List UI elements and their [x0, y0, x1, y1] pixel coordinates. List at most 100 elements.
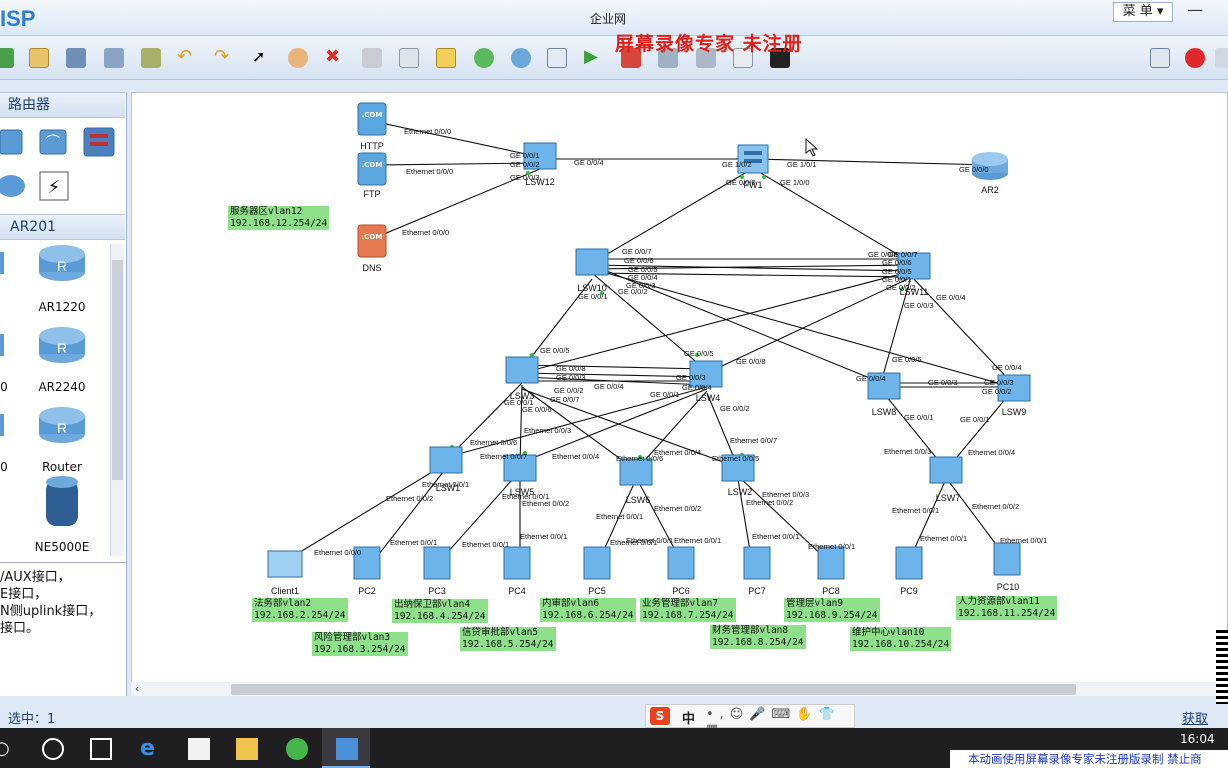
port-label: GE 0/0/2 [618, 287, 648, 296]
undo-icon[interactable]: ↶ [177, 46, 193, 67]
router-ar2240-icon[interactable]: R [39, 327, 85, 363]
router-generic-icon[interactable]: R [39, 407, 85, 443]
cloud-category-icon[interactable] [0, 175, 25, 197]
task-view-icon[interactable] [90, 738, 112, 760]
pointer-icon[interactable]: ➚ [252, 47, 266, 66]
port-label: GE 0/0/7 [888, 250, 918, 259]
server-dns-icon[interactable]: .COM [357, 224, 387, 258]
topology-screenshot-icon[interactable] [770, 48, 790, 68]
topology-canvas[interactable]: .COM .COM .COM [131, 92, 1228, 684]
device-label-router: Router [42, 460, 82, 474]
router-ar2-icon[interactable] [972, 152, 1008, 180]
router-ar1220-icon[interactable]: R [39, 245, 85, 281]
node-label-pc5: PC5 [588, 586, 606, 596]
port-label: Ethernet 0/0/0 [314, 548, 362, 557]
pc2-icon[interactable] [353, 546, 381, 580]
server-ftp-icon[interactable]: .COM [357, 152, 387, 186]
port-label: Ethernet 0/0/3 [524, 426, 572, 435]
switch-lsw12-icon[interactable] [523, 142, 557, 170]
switch-lsw5-icon[interactable] [503, 454, 537, 482]
delete-icon[interactable]: ✖ [325, 46, 341, 67]
menu-label: 菜 单 [1122, 4, 1153, 19]
new-topology-icon[interactable] [0, 48, 14, 68]
switch-lsw4-icon[interactable] [689, 360, 723, 388]
switch-lsw11-icon[interactable] [897, 252, 931, 280]
print-icon[interactable] [141, 48, 161, 68]
stop-icon[interactable] [621, 48, 641, 68]
switch-lsw2-icon[interactable] [721, 454, 755, 482]
edge-browser-icon[interactable]: e [140, 736, 155, 761]
get-link[interactable]: 获取 [1182, 712, 1209, 727]
node-label-lsw8: LSW8 [871, 407, 897, 417]
switch-lsw3-icon[interactable] [505, 356, 539, 384]
pc10-icon[interactable] [993, 542, 1021, 576]
search-icon[interactable]: ○ [0, 738, 10, 759]
huawei-logo-icon[interactable] [1185, 48, 1205, 68]
router-category-icon[interactable] [0, 129, 23, 155]
sogou-ime-icon[interactable]: S [650, 707, 670, 725]
pc3-icon[interactable] [423, 546, 451, 580]
capture-icon[interactable] [658, 48, 678, 68]
fit-icon[interactable] [547, 48, 567, 68]
canvas-horizontal-scrollbar[interactable]: ‹ [131, 682, 1228, 696]
desc-line: N侧uplink接口， [0, 604, 102, 619]
file-explorer-icon[interactable] [236, 738, 258, 760]
port-label: GE 0/0/3 [510, 173, 540, 182]
save-icon[interactable] [66, 48, 86, 68]
menu-button[interactable]: 菜 单 ▾ [1113, 2, 1173, 22]
client1-icon[interactable] [267, 550, 303, 578]
scrollbar-thumb[interactable] [231, 684, 1076, 695]
redo-icon[interactable]: ↷ [214, 46, 230, 67]
server-http-icon[interactable]: .COM [357, 102, 387, 136]
chat-icon[interactable] [1150, 48, 1170, 68]
delete-link-icon[interactable] [362, 48, 382, 68]
palette-icon[interactable] [436, 48, 456, 68]
router-ne5000e-icon[interactable] [46, 476, 78, 526]
grid-icon[interactable] [733, 48, 753, 68]
partial-device-label: 0 [0, 460, 8, 474]
node-label-fw1: FW1 [743, 180, 763, 190]
wireless-category-icon[interactable] [39, 129, 67, 155]
cortana-icon[interactable] [42, 738, 64, 760]
pc4-icon[interactable] [503, 546, 531, 580]
switch-lsw6-icon[interactable] [619, 458, 653, 486]
pc5-icon[interactable] [583, 546, 611, 580]
switch-lsw1-icon[interactable] [429, 446, 463, 474]
port-label: Ethernet 0/0/1 [626, 536, 674, 545]
switch-lsw8-icon[interactable] [867, 372, 901, 400]
vlan-gateway: 192.168.11.254/24 [958, 608, 1056, 619]
cli-icon[interactable] [696, 48, 716, 68]
save-as-icon[interactable] [104, 48, 124, 68]
open-file-icon[interactable] [29, 48, 49, 68]
zoom-out-icon[interactable] [511, 48, 531, 68]
ime-mode-label[interactable]: 中 [682, 712, 696, 727]
pc7-icon[interactable] [743, 546, 771, 580]
category-header-ar201[interactable]: AR201 [0, 214, 125, 240]
port-label: GE 1/0/2 [722, 160, 752, 169]
port-label: Ethernet 0/0/1 [390, 538, 438, 547]
store-icon[interactable] [188, 738, 210, 760]
power-category-icon[interactable]: ⚡ [39, 171, 69, 201]
scroll-left-icon[interactable]: ‹ [135, 682, 140, 695]
pc6-icon[interactable] [667, 546, 695, 580]
firewall-fw1-icon[interactable] [737, 144, 769, 174]
zoom-in-icon[interactable] [474, 48, 494, 68]
switch-lsw7-icon[interactable] [929, 456, 963, 484]
hand-icon[interactable] [288, 48, 308, 68]
text-icon[interactable] [399, 48, 419, 68]
pc9-icon[interactable] [895, 546, 923, 580]
pc8-icon[interactable] [817, 546, 845, 580]
switch-lsw10-icon[interactable] [575, 248, 609, 276]
browser-360-icon[interactable] [286, 738, 308, 760]
port-label: GE 0/0/1 [904, 413, 934, 422]
start-icon[interactable]: ▶ [584, 46, 598, 67]
port-label: GE 0/0/1 [510, 151, 540, 160]
port-label: GE 0/0/2 [720, 404, 750, 413]
category-header-router[interactable]: 路由器 [0, 92, 125, 118]
device-list-scrollbar[interactable] [110, 244, 124, 556]
firewall-category-icon[interactable] [83, 127, 115, 157]
switch-lsw9-icon[interactable] [997, 374, 1031, 402]
settings-icon[interactable] [1215, 48, 1228, 68]
minimize-button[interactable]: — [1187, 0, 1203, 19]
